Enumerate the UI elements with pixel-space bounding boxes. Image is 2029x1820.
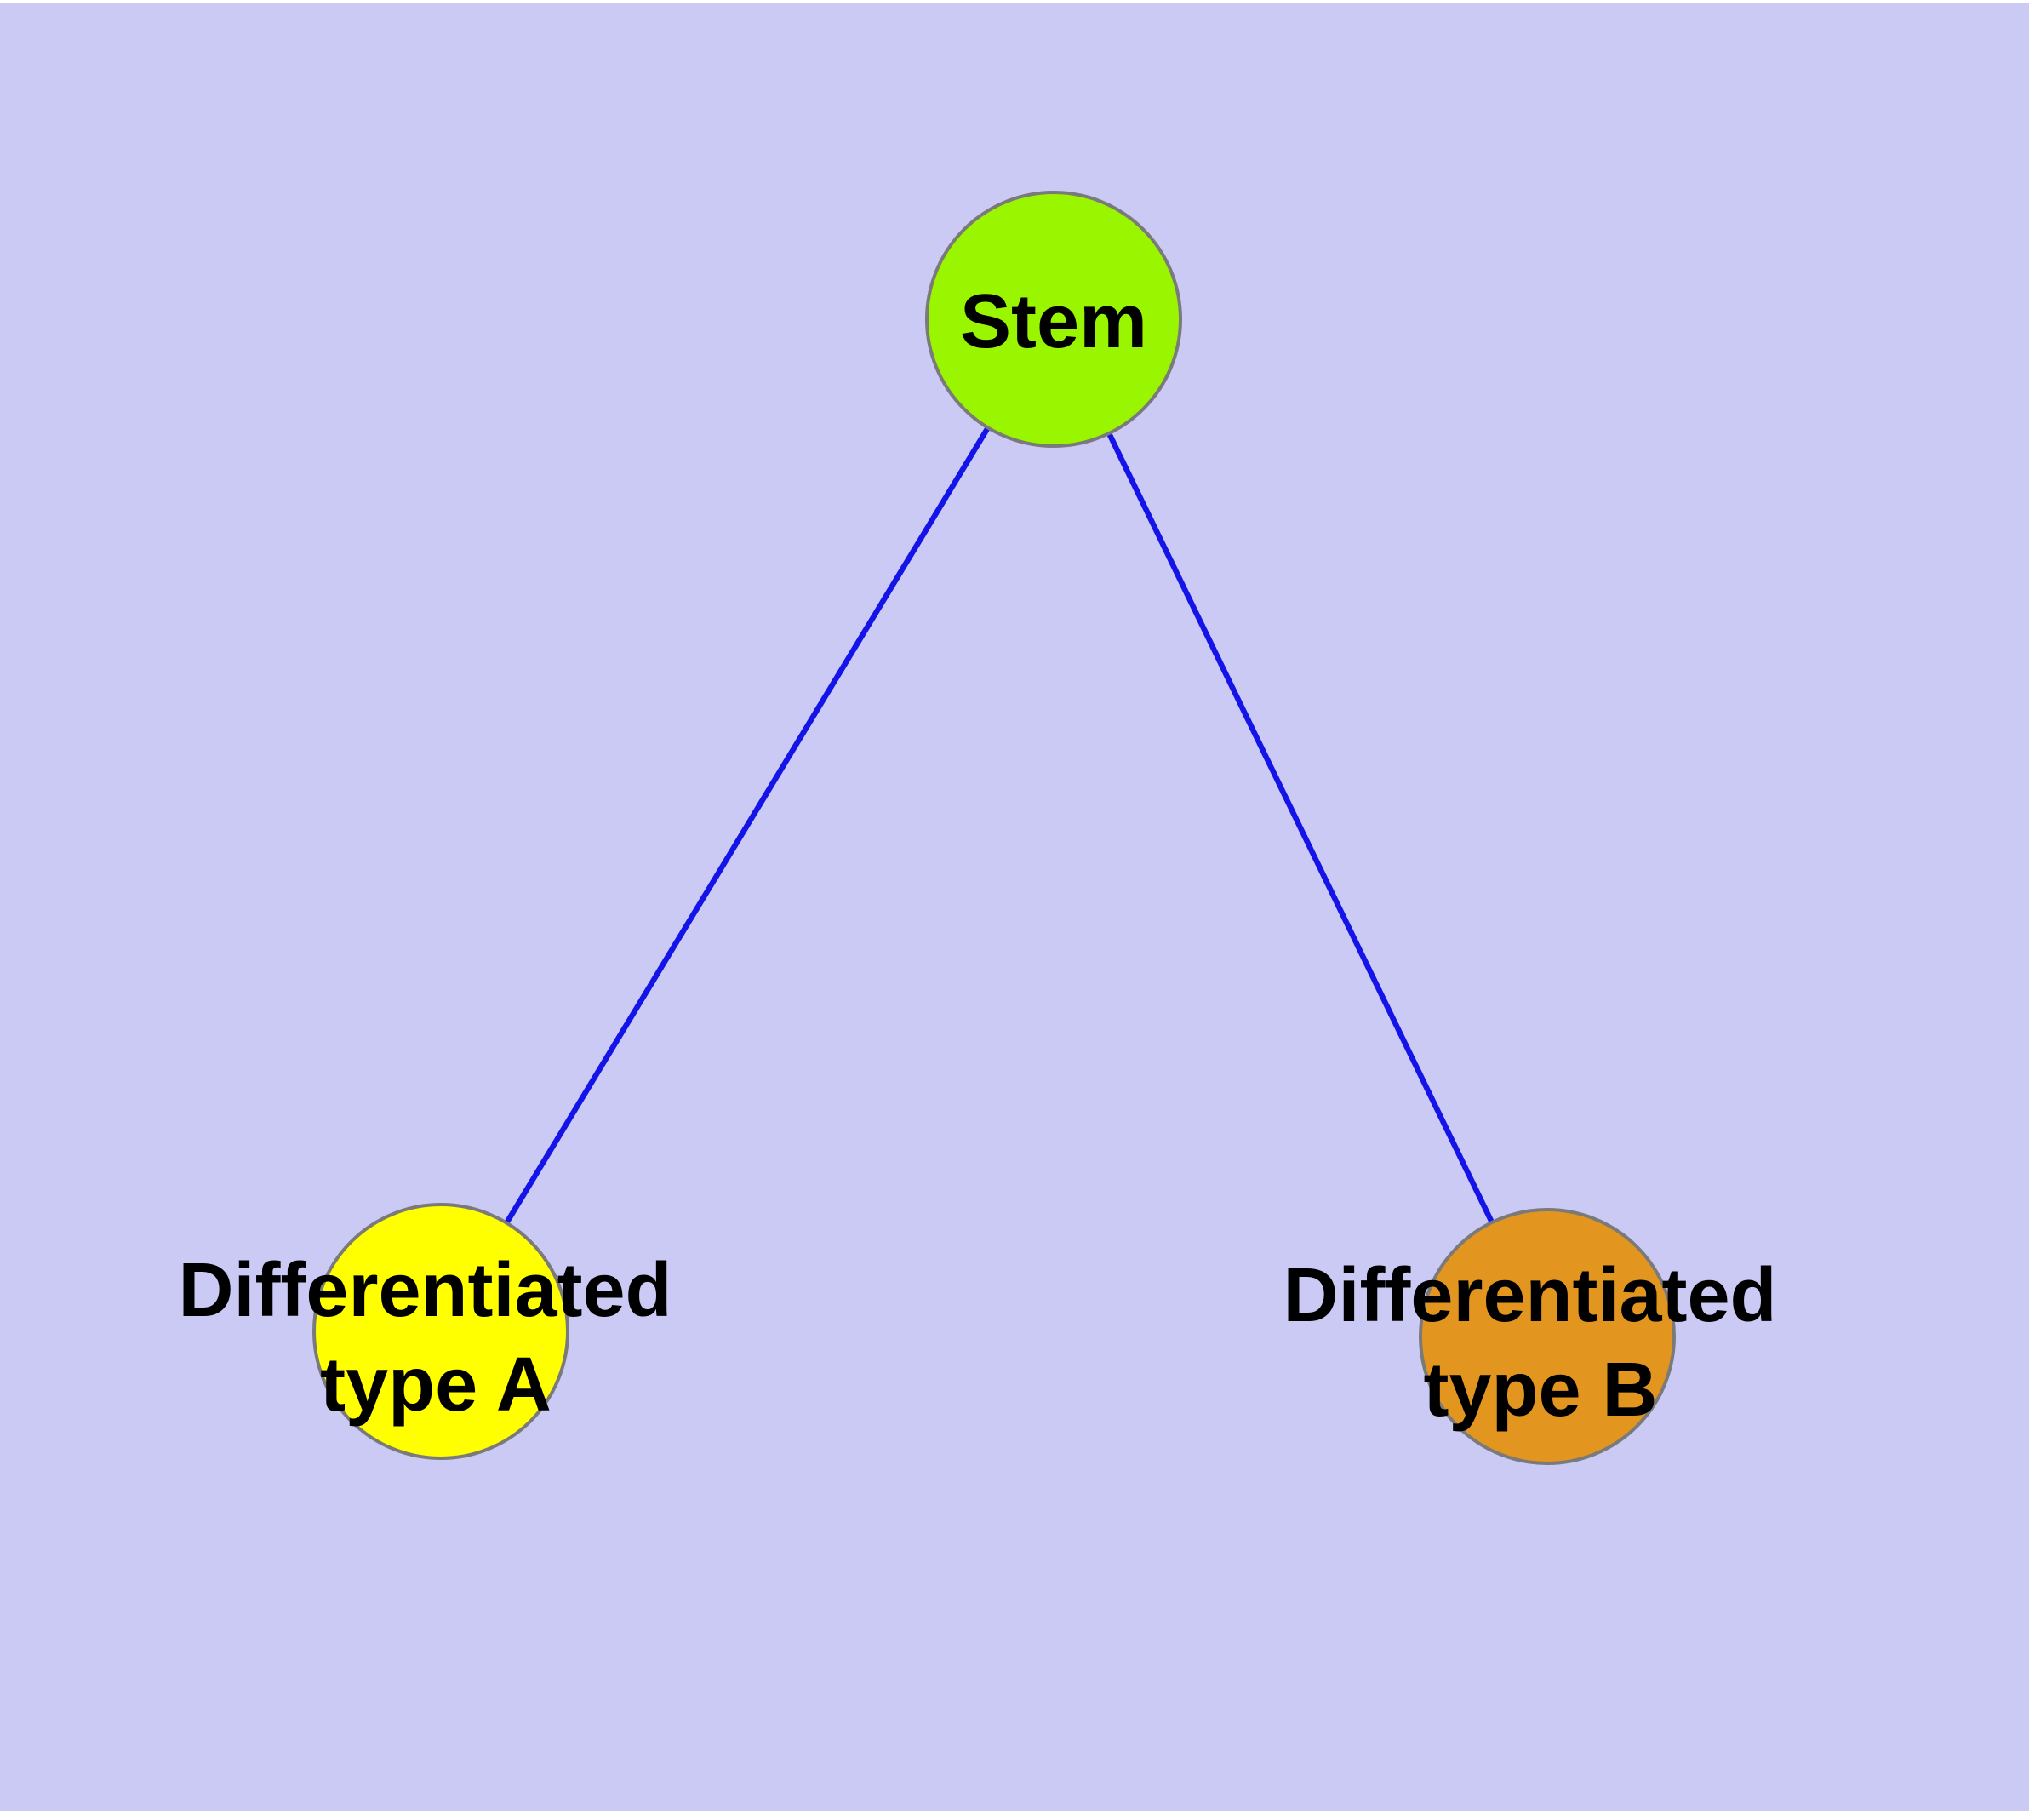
stem-node-label: Stem bbox=[960, 279, 1147, 364]
type-b-label-line1: Differentiated bbox=[1283, 1253, 1776, 1338]
edge-stem-to-type-a bbox=[438, 318, 1056, 1333]
stem-node bbox=[925, 191, 1182, 448]
type-a-label-line1: Differentiated bbox=[178, 1248, 672, 1333]
type-b-node-label: Differentiated type B bbox=[1283, 1253, 1798, 1433]
type-a-label-line2: type A bbox=[320, 1342, 552, 1428]
edge-stem-to-type-b bbox=[1051, 318, 1550, 1338]
type-a-node bbox=[312, 1203, 569, 1460]
type-a-node-label: Differentiated type A bbox=[178, 1248, 693, 1428]
type-b-label-line2: type B bbox=[1423, 1348, 1657, 1433]
type-b-node bbox=[1419, 1208, 1676, 1465]
